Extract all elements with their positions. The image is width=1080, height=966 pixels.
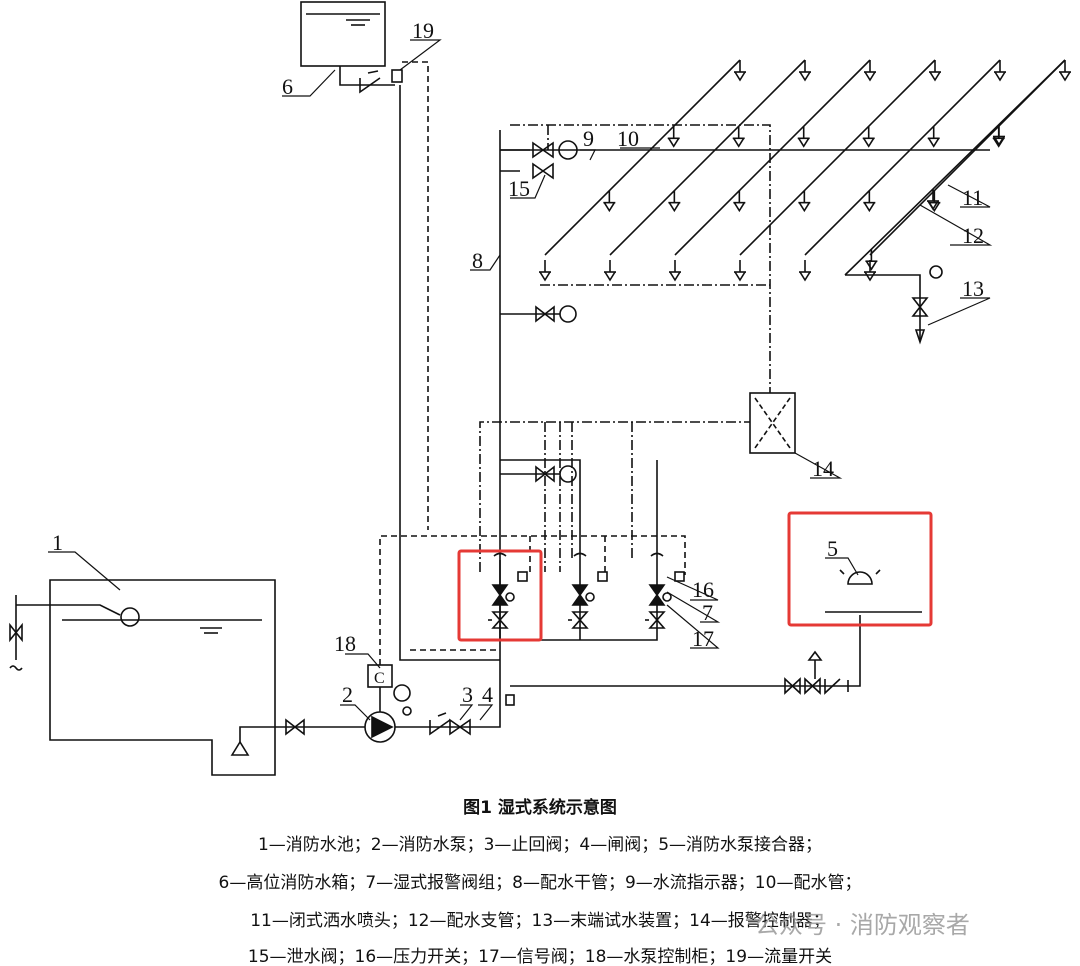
sprinkler-icon	[929, 60, 941, 82]
cabinet-letter: C	[374, 670, 385, 687]
label-10: 10	[617, 126, 639, 151]
label-7: 7	[702, 600, 713, 625]
sprinkler-icon	[733, 190, 746, 213]
branch-pipe	[609, 59, 806, 256]
label-4: 4	[482, 682, 493, 707]
sprinkler-icon	[734, 260, 746, 282]
label-8: 8	[472, 248, 483, 273]
sprinkler-icon	[604, 260, 616, 282]
legend-line-2: 6—高位消防水箱；7—湿式报警阀组；8—配水干管；9—水流指示器；10—配水管；	[218, 873, 862, 893]
sprinkler-icon	[734, 60, 746, 82]
high-level-tank	[300, 1, 386, 67]
float-ball	[120, 607, 140, 627]
label-1: 1	[52, 530, 63, 555]
sprinkler-icon	[927, 189, 939, 211]
branch-pipe	[544, 59, 741, 256]
label-9: 9	[583, 126, 594, 151]
branch-pipe	[674, 59, 871, 256]
label-15: 15	[508, 176, 530, 201]
inlet-valve-icon	[9, 622, 23, 643]
pump-connector-icon	[847, 571, 873, 585]
legend-line-4: 15—泄水阀；16—压力开关；17—信号阀；18—水泵控制柜；19—流量开关	[247, 947, 833, 966]
figure-title: 图1 湿式系统示意图	[463, 798, 617, 818]
label-12: 12	[962, 223, 984, 248]
label-3: 3	[462, 682, 473, 707]
label-17: 17	[692, 626, 714, 651]
sprinkler-icon	[1059, 60, 1071, 82]
label-19: 19	[412, 18, 434, 43]
label-11: 11	[962, 185, 983, 210]
alarm-controller	[749, 392, 796, 454]
sprinkler-icon	[732, 126, 745, 148]
sprinkler-icon	[864, 260, 876, 282]
sprinkler-icon	[799, 60, 811, 82]
label-2: 2	[342, 682, 353, 707]
legend-line-3: 11—闭式洒水喷头；12—配水支管；13—末端试水装置；14—报警控制器；	[250, 911, 830, 931]
branch-pipe	[739, 59, 936, 256]
sprinkler-icon	[603, 190, 616, 213]
sprinkler-icon	[863, 190, 876, 213]
alarm-valve-group	[568, 552, 608, 630]
label-13: 13	[962, 276, 984, 301]
branch-pipe	[844, 59, 1066, 276]
sprinkler-icon	[864, 60, 876, 82]
sprinkler-icon	[539, 260, 551, 282]
label-18: 18	[334, 631, 356, 656]
sprinkler-icon	[798, 190, 811, 213]
label-6: 6	[282, 74, 293, 99]
highlight-alarm-valve	[457, 549, 543, 642]
sprinkler-icon	[862, 126, 875, 148]
highlight-pump-connector	[787, 511, 933, 627]
legend-line-1: 1—消防水池；2—消防水泵；3—止回阀；4—闸阀；5—消防水泵接合器；	[257, 835, 823, 855]
label-14: 14	[812, 456, 834, 481]
sprinkler-icon	[667, 126, 680, 148]
sprinkler-icon	[668, 190, 681, 213]
gate-valve-icon	[449, 718, 471, 736]
sprinkler-icon	[927, 126, 940, 148]
sprinkler-icon	[799, 260, 811, 282]
label-5: 5	[827, 536, 838, 561]
alarm-valve-group	[488, 552, 528, 630]
sprinkler-icon	[797, 126, 810, 148]
fire-pool	[49, 579, 276, 776]
sprinkler-icon	[865, 249, 878, 271]
label-16: 16	[692, 577, 714, 602]
watermark: 公众号 · 消防观察者	[755, 911, 970, 939]
sprinkler-icon	[669, 260, 681, 282]
suction-valve-icon	[285, 718, 305, 736]
branch-pipe	[804, 59, 1001, 256]
sprinkler-icon	[993, 124, 1005, 147]
alarm-valve-group	[645, 552, 685, 630]
sprinkler-icon	[994, 60, 1006, 82]
system-schematic: C 1 2 3 4 5	[9, 1, 1071, 776]
